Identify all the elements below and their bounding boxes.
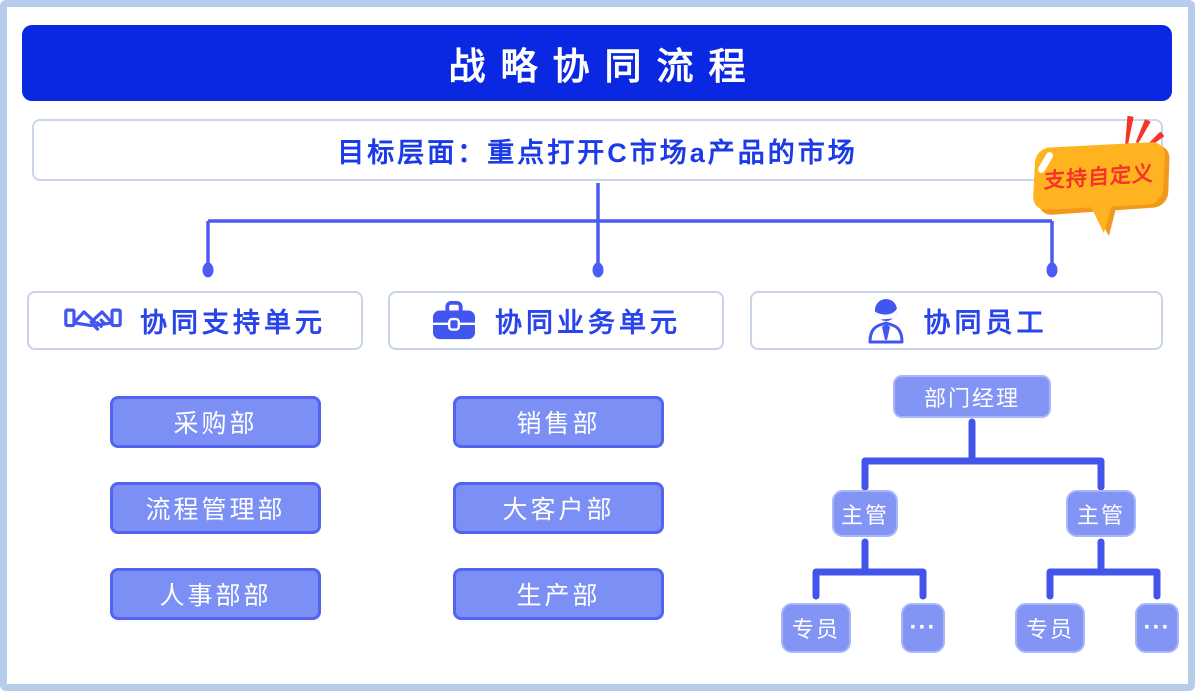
dept-box-production: 生产部 [453, 568, 664, 620]
tree-node-more-left: ··· [901, 603, 945, 653]
page-title-bar: 战略协同流程 [22, 25, 1172, 101]
spark-icon [1122, 116, 1135, 147]
dept-label: 大客户部 [502, 496, 615, 524]
employee-icon [866, 298, 906, 344]
goal-text: 目标层面：重点打开C市场a产品的市场 [337, 137, 858, 168]
ellipsis-icon: ··· [1143, 614, 1171, 641]
badge-label: 支持自定义 [1043, 162, 1155, 193]
dept-label: 流程管理部 [145, 496, 286, 524]
tree-node-specialist-left: 专员 [781, 603, 851, 653]
tree-node-supervisor-right: 主管 [1066, 490, 1136, 537]
tree-node-label: 部门经理 [923, 385, 1020, 411]
briefcase-icon [431, 300, 477, 342]
dept-label: 生产部 [516, 582, 601, 610]
dept-label: 人事部部 [159, 582, 272, 610]
dept-label: 采购部 [173, 410, 258, 438]
customizable-badge: 支持自定义 [1028, 110, 1193, 242]
badge-body: 支持自定义 [1032, 141, 1166, 211]
branch-label: 协同支持单元 [140, 308, 326, 338]
page-title: 战略协同流程 [448, 46, 761, 87]
tree-node-department-manager: 部门经理 [893, 375, 1051, 418]
ellipsis-icon: ··· [909, 614, 937, 641]
tree-node-label: 专员 [791, 617, 840, 642]
tree-node-label: 主管 [1076, 502, 1125, 528]
tree-node-label: 主管 [840, 502, 889, 528]
spark-icon [1133, 118, 1152, 144]
dept-box-hr: 人事部部 [110, 568, 321, 620]
dept-label: 销售部 [516, 410, 601, 438]
dept-box-process-management: 流程管理部 [110, 482, 321, 534]
dept-box-sales: 销售部 [453, 396, 664, 448]
tree-node-label: 专员 [1025, 617, 1074, 642]
goal-box: 目标层面：重点打开C市场a产品的市场 [32, 119, 1163, 181]
tree-node-supervisor-left: 主管 [832, 490, 898, 537]
tree-node-more-right: ··· [1135, 603, 1179, 653]
branch-employees: 协同员工 [750, 291, 1163, 350]
branch-business-unit: 协同业务单元 [388, 291, 724, 350]
dept-box-procurement: 采购部 [110, 396, 321, 448]
branch-label: 协同员工 [923, 308, 1048, 338]
dept-box-key-accounts: 大客户部 [453, 482, 664, 534]
tree-node-specialist-right: 专员 [1015, 603, 1085, 653]
branch-label: 协同业务单元 [495, 308, 681, 338]
branch-support-unit: 协同支持单元 [27, 291, 363, 350]
handshake-icon [64, 300, 122, 342]
